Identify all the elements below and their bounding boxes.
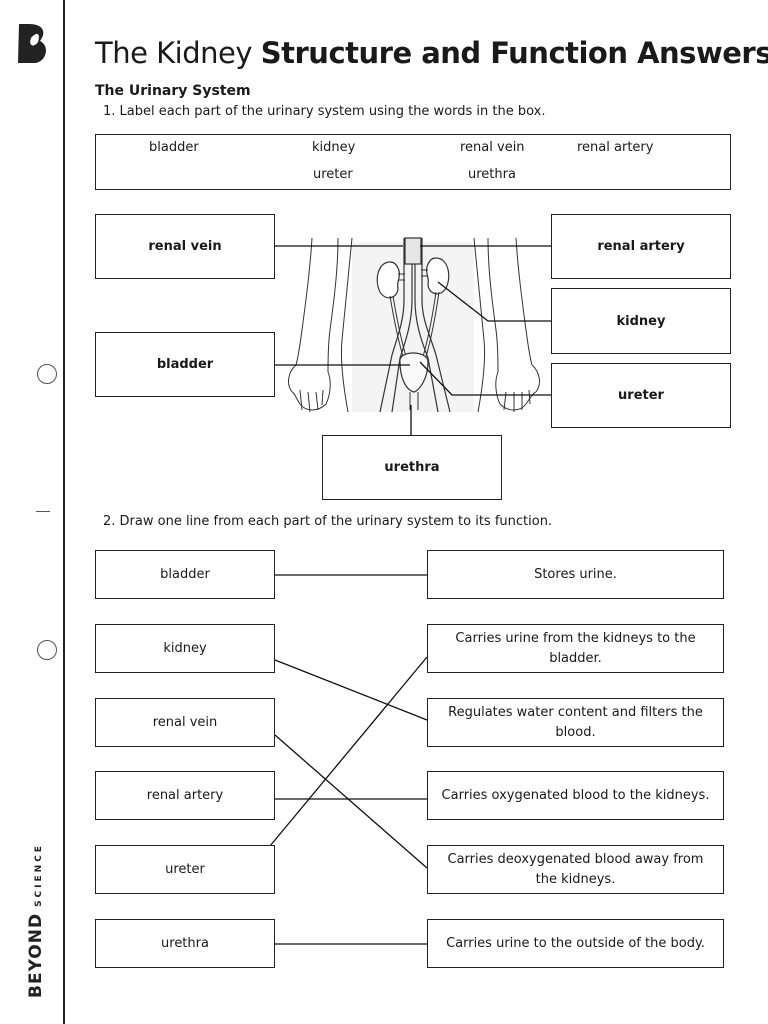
match-line <box>269 656 428 847</box>
function-box: Carries deoxygenated blood away from the… <box>427 845 724 894</box>
pointer-ureter <box>419 361 551 396</box>
punch-hole <box>37 364 57 384</box>
question-2: 2. Draw one line from each part of the u… <box>103 514 553 529</box>
function-box: Carries urine from the kidneys to the bl… <box>427 624 724 673</box>
pointer-kidney <box>437 281 551 322</box>
urethra-tube <box>409 392 419 410</box>
word-box-item: ureter <box>313 167 353 182</box>
section-heading: The Urinary System <box>95 83 251 99</box>
label-renal-artery: renal artery <box>551 214 731 279</box>
part-box: kidney <box>95 624 275 673</box>
word-box-item: urethra <box>468 167 516 182</box>
page-title: The Kidney Structure and Function Answer… <box>95 35 768 71</box>
match-line <box>274 659 428 721</box>
function-box: Carries urine to the outside of the body… <box>427 919 724 968</box>
punch-hole <box>37 640 57 660</box>
title-bold: Structure and Function Answers <box>260 36 768 70</box>
answer-lines <box>269 574 428 945</box>
pointer-lines <box>275 245 551 436</box>
function-box: Regulates water content and filters the … <box>427 698 724 747</box>
label-ureter: ureter <box>551 363 731 428</box>
part-box: urethra <box>95 919 275 968</box>
label-bladder: bladder <box>95 332 275 397</box>
word-box-item: renal vein <box>460 140 525 155</box>
word-box-item: bladder <box>149 140 199 155</box>
label-renal-vein: renal vein <box>95 214 275 279</box>
part-box: bladder <box>95 550 275 599</box>
label-kidney: kidney <box>551 288 731 354</box>
question-1: 1. Label each part of the urinary system… <box>103 104 546 119</box>
title-light: The Kidney <box>95 36 261 70</box>
part-box: ureter <box>95 845 275 894</box>
body-outline <box>288 237 540 413</box>
margin-tick <box>36 511 50 512</box>
function-box: Carries oxygenated blood to the kidneys. <box>427 771 724 820</box>
renal-vessels <box>398 269 428 281</box>
beyond-logo-icon <box>18 24 46 63</box>
part-box: renal vein <box>95 698 275 747</box>
part-box: renal artery <box>95 771 275 820</box>
word-box <box>95 134 731 190</box>
word-box-item: renal artery <box>577 140 654 155</box>
margin-line <box>63 0 65 1024</box>
match-line <box>274 734 428 869</box>
label-urethra: urethra <box>322 435 502 500</box>
function-box: Stores urine. <box>427 550 724 599</box>
kidney-icon <box>376 257 450 299</box>
word-box-item: kidney <box>312 140 356 155</box>
